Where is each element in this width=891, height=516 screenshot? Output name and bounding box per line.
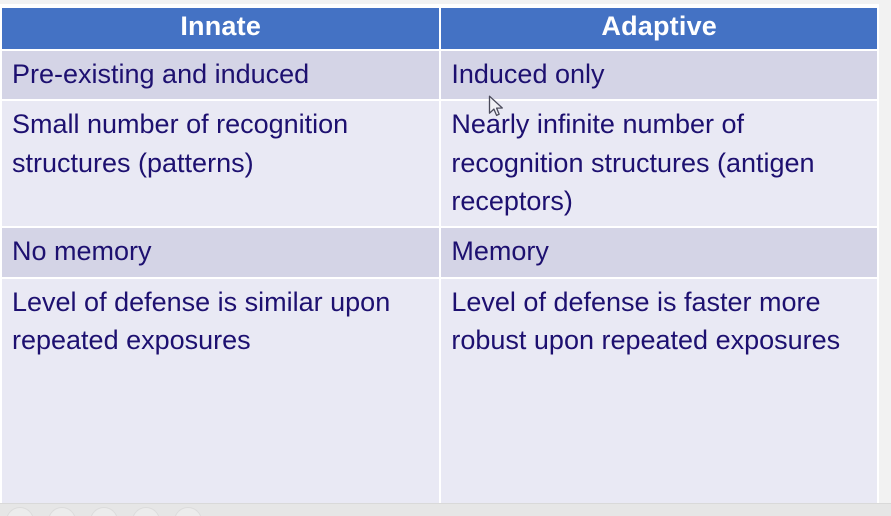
table-header: Innate Adaptive — [0, 4, 879, 51]
column-header-innate: Innate — [0, 4, 442, 51]
control-button-5-icon[interactable] — [174, 507, 202, 516]
cell-innate-no-memory: No memory — [0, 226, 442, 279]
table-row: Level of defense is similar upon repeate… — [0, 276, 879, 511]
cell-adaptive-level-of-defense: Level of defense is faster more robust u… — [439, 276, 879, 511]
column-header-adaptive: Adaptive — [439, 4, 879, 51]
cell-adaptive-memory: Memory — [439, 226, 879, 279]
cell-innate-pre-existing: Pre-existing and induced — [0, 48, 442, 102]
cell-adaptive-induced-only: Induced only — [439, 48, 879, 102]
cell-adaptive-recognition-structures: Nearly infinite number of recognition st… — [439, 99, 879, 229]
table-row: Small number of recognition structures (… — [0, 99, 879, 229]
bottom-toolbar-buttons — [6, 507, 202, 516]
cell-innate-level-of-defense: Level of defense is similar upon repeate… — [0, 276, 442, 511]
table-row: Pre-existing and induced Induced only — [0, 48, 879, 102]
table-body: Pre-existing and induced Induced only Sm… — [0, 48, 879, 511]
control-button-3-icon[interactable] — [90, 507, 118, 516]
innate-vs-adaptive-table: Innate Adaptive Pre-existing and induced… — [0, 4, 879, 511]
comparison-table-container: Innate Adaptive Pre-existing and induced… — [0, 4, 879, 511]
table-row: No memory Memory — [0, 226, 879, 279]
control-button-2-icon[interactable] — [48, 507, 76, 516]
table-header-row: Innate Adaptive — [0, 4, 879, 51]
cell-innate-recognition-structures: Small number of recognition structures (… — [0, 99, 442, 229]
control-button-1-icon[interactable] — [6, 507, 34, 516]
bottom-toolbar[interactable] — [0, 503, 891, 516]
control-button-4-icon[interactable] — [132, 507, 160, 516]
